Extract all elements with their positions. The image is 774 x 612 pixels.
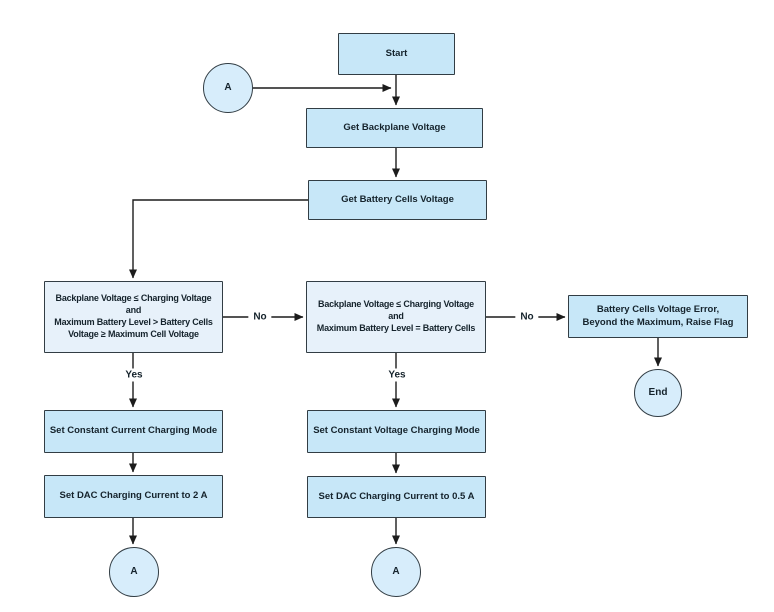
edge-label-yes-1: Yes (120, 368, 148, 382)
process-node-set-dac-current-05a: Set DAC Charging Current to 0.5 A (307, 476, 486, 518)
process-node-get-battery-cells-voltage: Get Battery Cells Voltage (308, 180, 487, 220)
node-label: Battery Cells Voltage Error, Beyond the … (582, 303, 734, 328)
process-node-set-dac-current-2a: Set DAC Charging Current to 2 A (44, 475, 223, 518)
edge-battery-to-decision1 (129, 199, 308, 279)
decision-line: and (388, 311, 404, 322)
decision-line: and (125, 305, 142, 316)
connector-a-left-node: A (109, 547, 159, 597)
decision-line: Backplane Voltage ≤ Charging Voltage (55, 293, 212, 304)
process-node-set-constant-current-mode: Set Constant Current Charging Mode (44, 410, 223, 453)
edge-label-yes-2: Yes (383, 368, 411, 382)
edge-label-no-1: No (248, 310, 272, 324)
decision-line: Maximum Battery Level = Battery Cells (316, 322, 476, 333)
end-node: End (634, 369, 682, 417)
connector-a-mid-node: A (371, 547, 421, 597)
decision-line: Backplane Voltage ≤ Charging Voltage (318, 299, 474, 310)
node-label: Get Backplane Voltage (343, 121, 446, 133)
process-node-voltage-error-raise-flag: Battery Cells Voltage Error, Beyond the … (568, 295, 748, 338)
process-node-set-constant-voltage-mode: Set Constant Voltage Charging Mode (307, 410, 486, 453)
decision-node-max-cell-voltage: Backplane Voltage ≤ Charging Voltage and… (44, 281, 223, 353)
start-node: Start (338, 33, 455, 75)
connector-a-top-node: A (203, 63, 253, 113)
process-node-get-backplane-voltage: Get Backplane Voltage (306, 108, 483, 148)
edge-label-no-2: No (515, 310, 539, 324)
end-node-label: End (648, 387, 668, 399)
decision-line: Maximum Battery Level > Battery Cells (54, 317, 213, 327)
node-label: Set Constant Voltage Charging Mode (313, 425, 480, 437)
decision-line: Voltage ≥ Maximum Cell Voltage (68, 328, 199, 339)
decision-node-battery-level-equal: Backplane Voltage ≤ Charging Voltage and… (306, 281, 486, 353)
start-node-label: Start (385, 47, 408, 59)
node-label: Get Battery Cells Voltage (341, 193, 454, 205)
node-label: Set Constant Current Charging Mode (49, 425, 218, 437)
connector-a-top-label: A (224, 82, 232, 94)
node-label: Set DAC Charging Current to 2 A (59, 490, 208, 502)
connector-a-left-label: A (130, 566, 138, 578)
node-label: Set DAC Charging Current to 0.5 A (318, 490, 475, 502)
connector-a-mid-label: A (392, 566, 400, 578)
